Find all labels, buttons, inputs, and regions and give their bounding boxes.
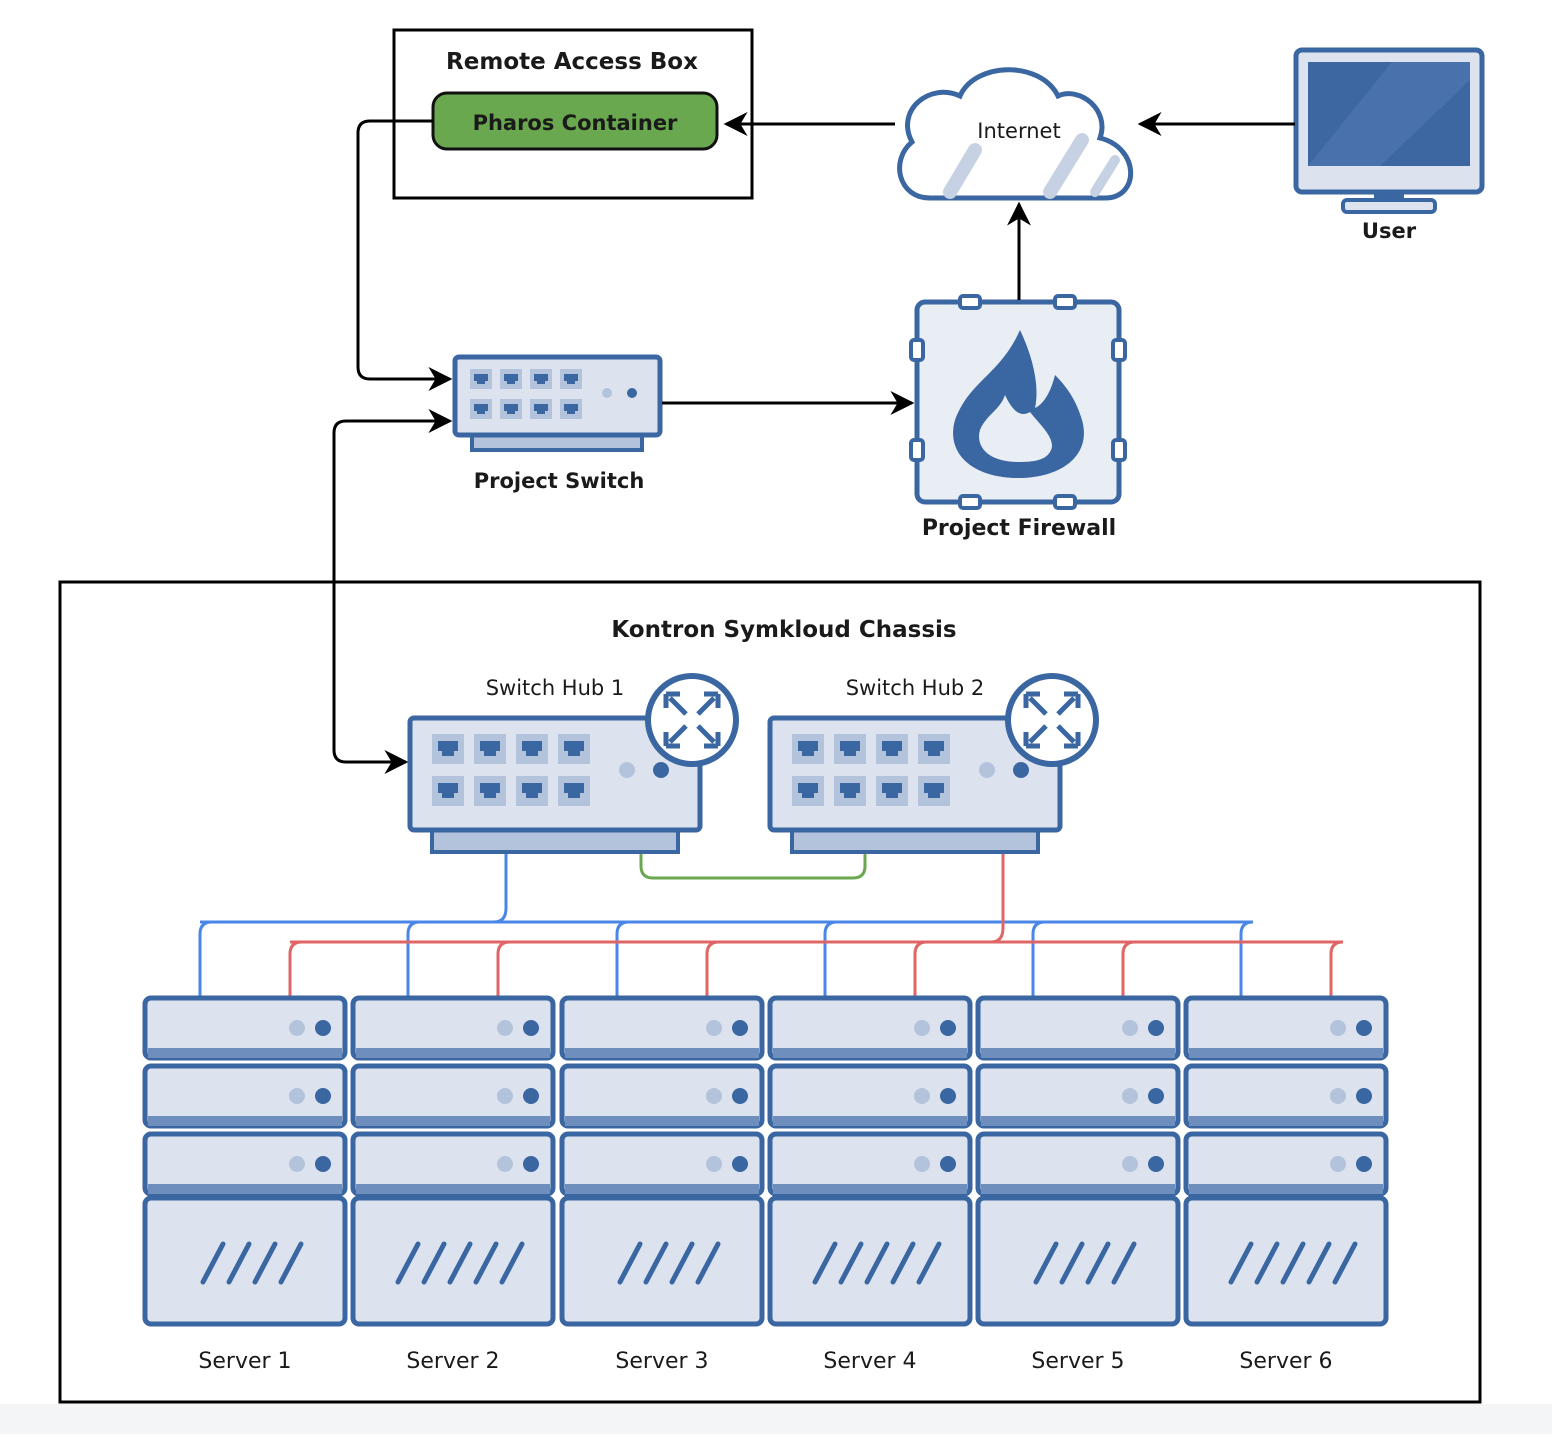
server-unit [559,995,765,1061]
switch-port [530,399,552,419]
switch-port [500,399,522,419]
server-unit [142,995,348,1061]
hub-port [918,734,950,764]
connections [332,112,1295,774]
switch-port [530,369,552,389]
server-label: Server 6 [1239,1349,1332,1374]
server-label: Server 1 [198,1349,291,1374]
hub-links [198,852,1344,996]
hub-port [558,776,590,806]
server-unit [350,1063,556,1129]
server-label: Server 3 [615,1349,708,1374]
project-switch: Project Switch [452,354,663,493]
server-3: Server 3 [559,995,765,1374]
server-unit [350,995,556,1061]
container-to-switch-link [356,119,453,391]
server-label: Server 2 [406,1349,499,1374]
server-6: Server 6 [1183,995,1389,1374]
internet-cloud: Internet [897,67,1134,201]
hub-port [834,776,866,806]
user-monitor: User [1293,47,1485,243]
hub-port [474,776,506,806]
remote-access-box-title: Remote Access Box [446,49,698,75]
switch-to-hub-link [332,409,453,774]
remote-access-box: Remote Access Box Pharos Container [392,28,754,200]
project-firewall-label: Project Firewall [922,516,1116,541]
server-body [559,1195,765,1327]
server-body [767,1195,973,1327]
server-body [1183,1195,1389,1327]
switch-port [470,369,492,389]
server-1: Server 1 [142,995,348,1374]
hub-port [876,776,908,806]
hub-port [432,734,464,764]
switch-port [560,399,582,419]
hub-interlink [639,852,867,880]
server-unit [142,1131,348,1197]
internet-label: Internet [977,119,1060,143]
server-label: Server 5 [1031,1349,1124,1374]
router-icon [645,673,739,767]
user-label: User [1362,219,1417,243]
project-firewall: Project Firewall [909,294,1127,541]
server-5: Server 5 [975,995,1181,1374]
server-unit [142,1063,348,1129]
switch-port [560,369,582,389]
hub-port [792,734,824,764]
project-switch-label: Project Switch [474,469,645,493]
server-unit [559,1131,765,1197]
chassis-title: Kontron Symkloud Chassis [611,617,956,643]
hub-port [876,734,908,764]
server-4: Server 4 [767,995,973,1374]
server-unit [350,1131,556,1197]
hub-port [474,734,506,764]
server-unit [767,995,973,1061]
pharos-container-label: Pharos Container [473,111,678,135]
switch-hub-label: Switch Hub 1 [486,676,625,700]
switch-hub-1: Switch Hub 1 [407,673,739,854]
server-unit [1183,995,1389,1061]
hub-port [834,734,866,764]
server-unit [767,1063,973,1129]
hub-port [918,776,950,806]
hub-port [432,776,464,806]
switch-port [470,399,492,419]
server-body [142,1195,348,1327]
bottom-margin [0,1404,1552,1434]
router-icon [1005,673,1099,767]
hub-port [516,734,548,764]
server-unit [975,1131,1181,1197]
server-unit [975,995,1181,1061]
switch-ports [470,369,582,419]
server-body [975,1195,1181,1327]
kontron-chassis: Kontron Symkloud Chassis Switch Hub 1 Swi… [58,580,1482,1404]
hub-port [516,776,548,806]
server-unit [1183,1063,1389,1129]
server-unit [1183,1131,1389,1197]
server-label: Server 4 [823,1349,916,1374]
hub-port [792,776,824,806]
server-unit [975,1063,1181,1129]
switch-hub-label: Switch Hub 2 [846,676,985,700]
server-unit [767,1131,973,1197]
server-unit [559,1063,765,1129]
switch-port [500,369,522,389]
server-body [350,1195,556,1327]
hub-port [558,734,590,764]
server-2: Server 2 [350,995,556,1374]
switch-hub-2: Switch Hub 2 [767,673,1099,854]
